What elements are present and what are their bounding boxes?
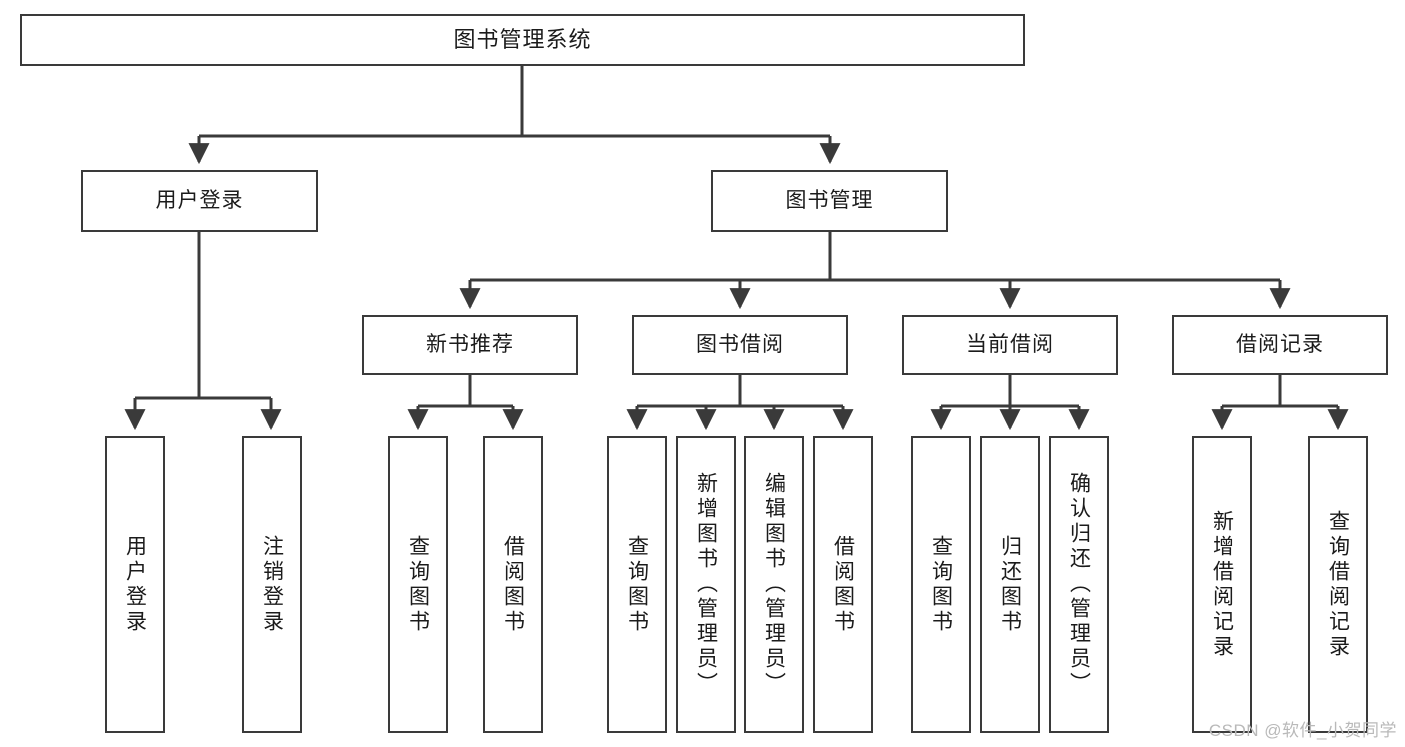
- node-label: 用户登录: [155, 188, 244, 212]
- node-label: 注销登录: [260, 534, 284, 635]
- leaf-new-book-query[interactable]: 查询图书: [388, 436, 448, 733]
- node-label: 图书管理: [785, 188, 874, 212]
- node-label: 查询图书: [625, 534, 649, 635]
- leaf-current-borrow-confirm[interactable]: 确认归还（管理员）: [1049, 436, 1109, 733]
- node-label: 编辑图书（管理员）: [762, 472, 786, 697]
- node-label: 确认归还（管理员）: [1067, 472, 1091, 697]
- node-label: 当前借阅: [966, 332, 1054, 356]
- leaf-book-borrow-edit[interactable]: 编辑图书（管理员）: [744, 436, 804, 733]
- node-label: 归还图书: [998, 534, 1022, 635]
- node-label: 查询借阅记录: [1326, 509, 1350, 660]
- node-label: 借阅记录: [1236, 332, 1324, 356]
- leaf-current-borrow-query[interactable]: 查询图书: [911, 436, 971, 733]
- node-label: 图书借阅: [696, 332, 784, 356]
- node-label: 查询图书: [929, 534, 953, 635]
- node-label: 新增图书（管理员）: [694, 472, 718, 697]
- node-label: 用户登录: [123, 534, 147, 635]
- leaf-user-login-signout[interactable]: 注销登录: [242, 436, 302, 733]
- leaf-book-borrow-lend[interactable]: 借阅图书: [813, 436, 873, 733]
- node-label: 图书管理系统: [453, 27, 592, 53]
- node-book-management[interactable]: 图书管理: [711, 170, 948, 232]
- leaf-book-borrow-add[interactable]: 新增图书（管理员）: [676, 436, 736, 733]
- node-current-borrow[interactable]: 当前借阅: [902, 315, 1118, 375]
- leaf-new-book-borrow[interactable]: 借阅图书: [483, 436, 543, 733]
- node-label: 新书推荐: [426, 332, 514, 356]
- leaf-user-login-signin[interactable]: 用户登录: [105, 436, 165, 733]
- node-user-login[interactable]: 用户登录: [81, 170, 318, 232]
- leaf-borrow-record-add[interactable]: 新增借阅记录: [1192, 436, 1252, 733]
- node-book-borrow[interactable]: 图书借阅: [632, 315, 848, 375]
- node-label: 新增借阅记录: [1210, 509, 1234, 660]
- node-borrow-record[interactable]: 借阅记录: [1172, 315, 1388, 375]
- node-label: 查询图书: [406, 534, 430, 635]
- watermark-text: CSDN @软件_小贺同学: [1208, 721, 1397, 740]
- node-root-system[interactable]: 图书管理系统: [20, 14, 1025, 66]
- leaf-current-borrow-return[interactable]: 归还图书: [980, 436, 1040, 733]
- leaf-borrow-record-query[interactable]: 查询借阅记录: [1308, 436, 1368, 733]
- leaf-book-borrow-query[interactable]: 查询图书: [607, 436, 667, 733]
- node-new-book-recommend[interactable]: 新书推荐: [362, 315, 578, 375]
- node-label: 借阅图书: [831, 534, 855, 635]
- node-label: 借阅图书: [501, 534, 525, 635]
